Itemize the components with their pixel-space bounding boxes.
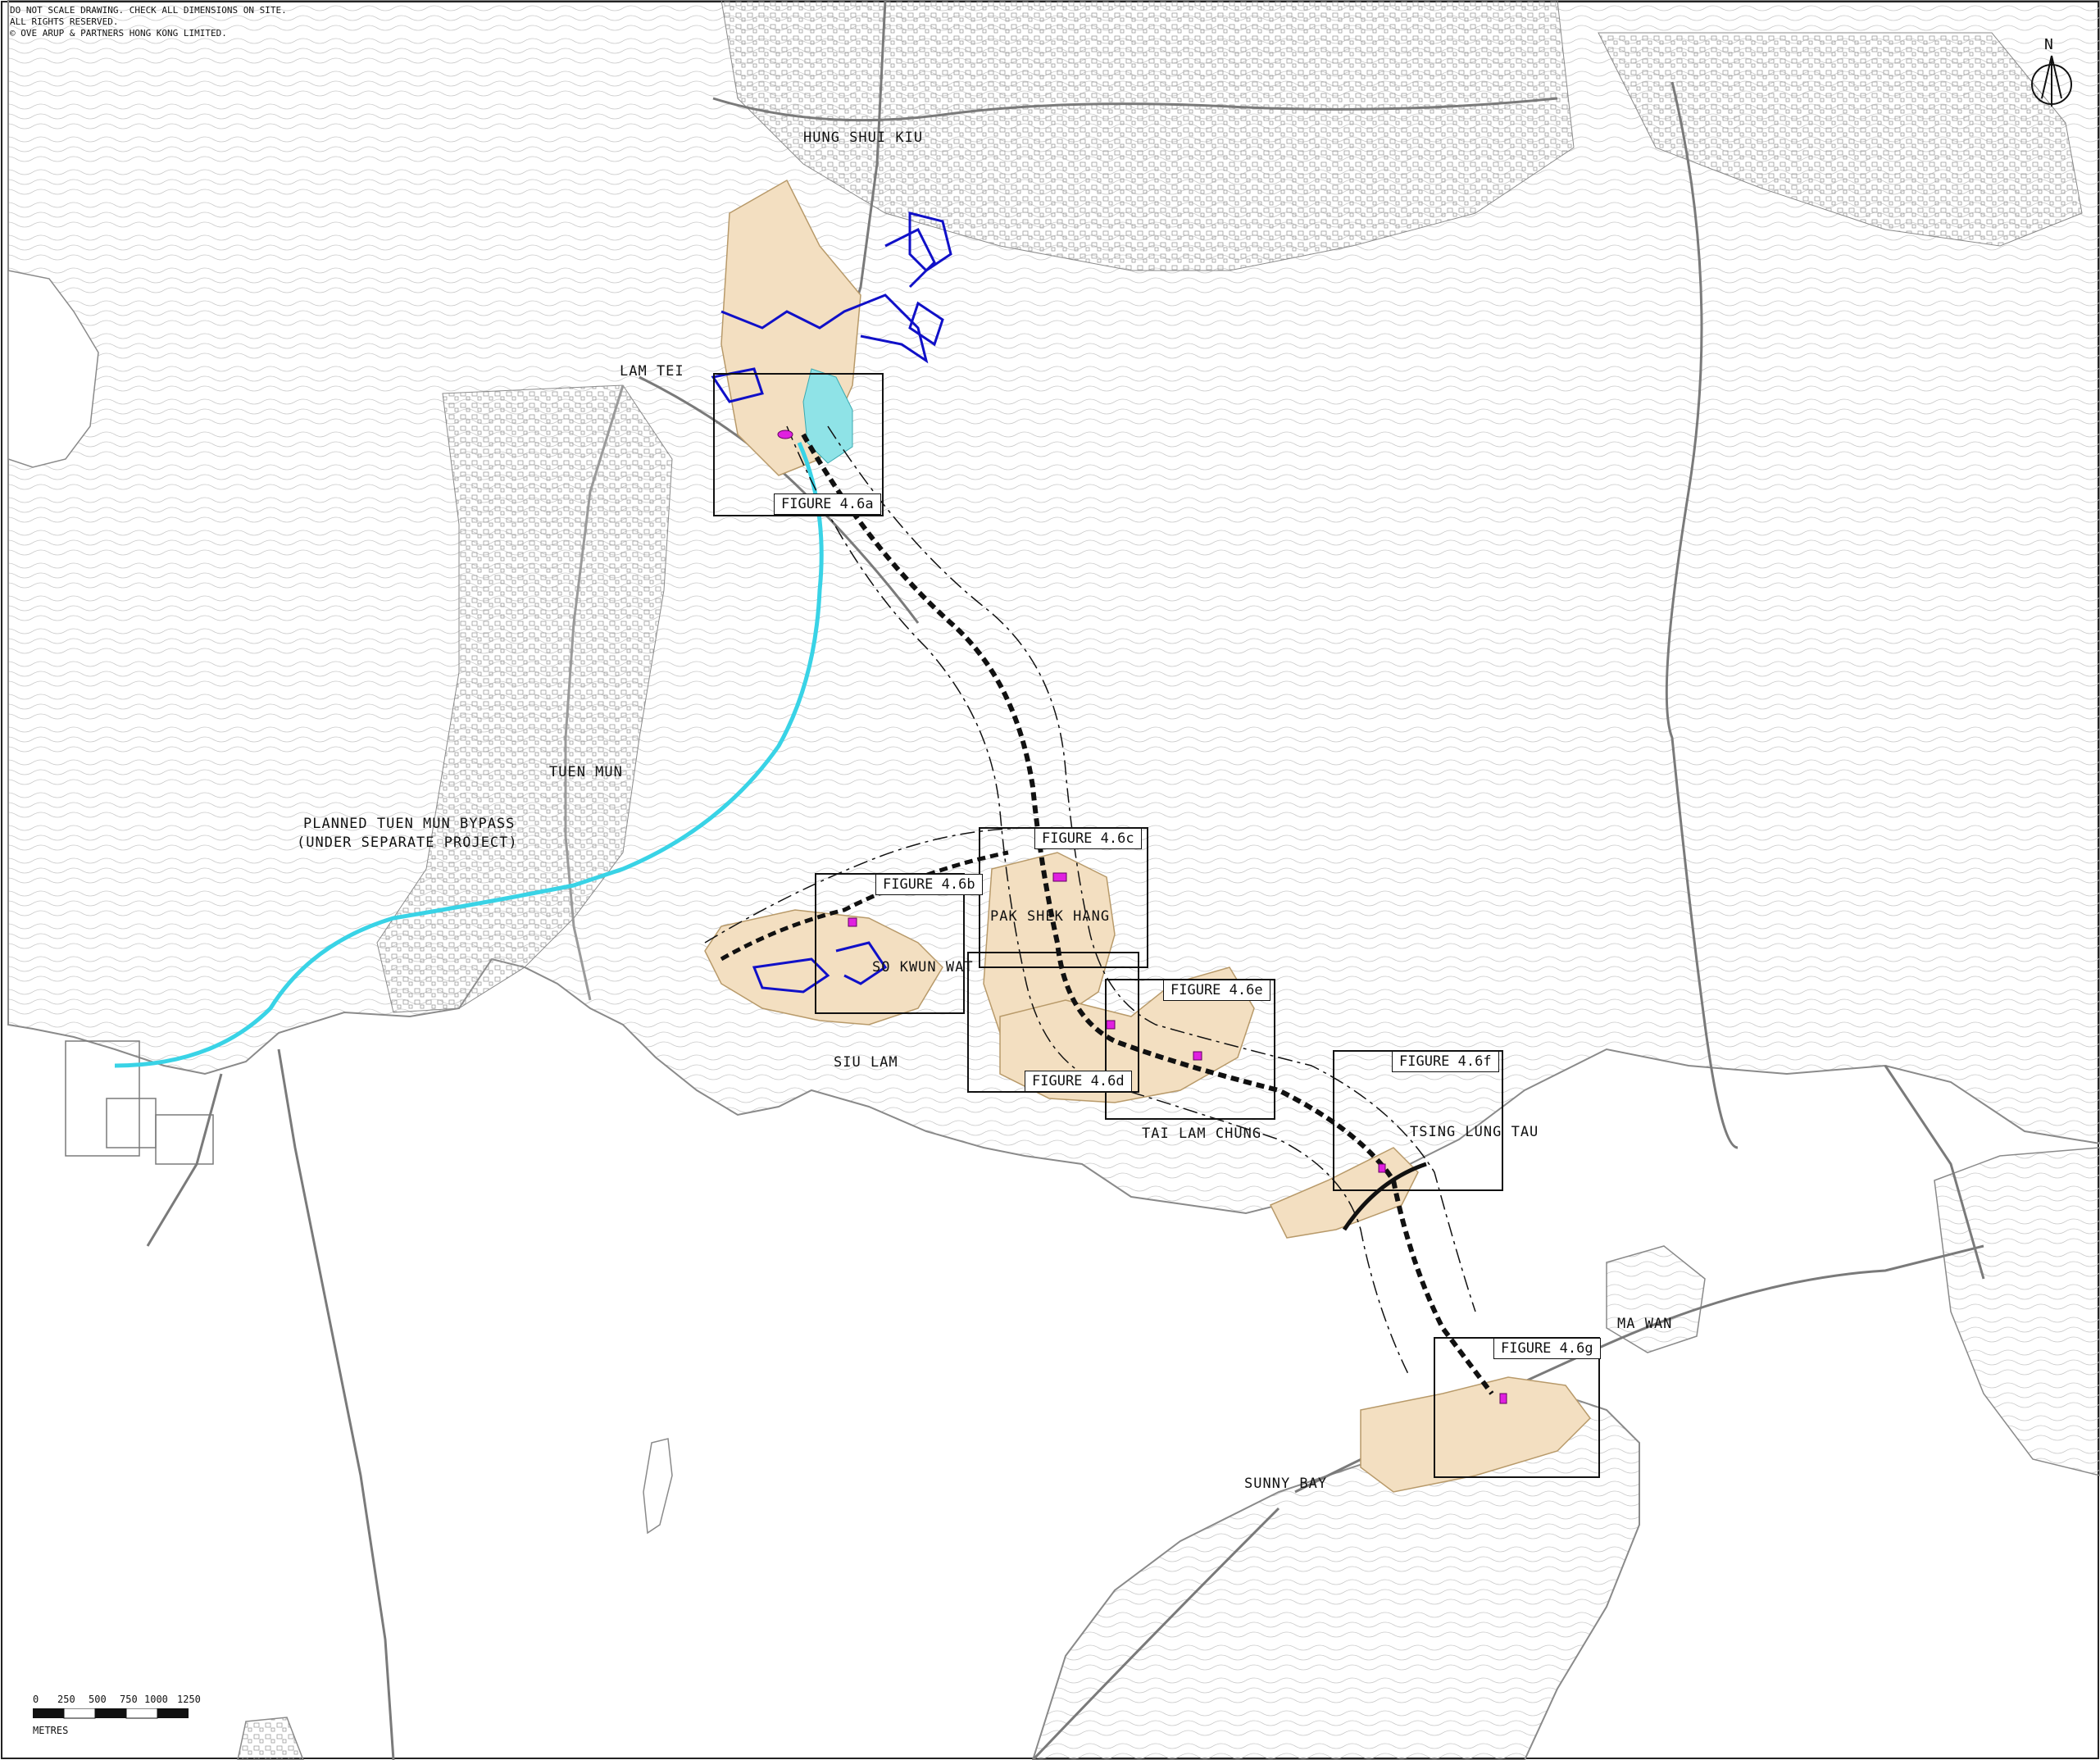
reservoir [802, 368, 853, 464]
box-figure-4-6d [967, 952, 1139, 1093]
island-ma-wan [1606, 1245, 1706, 1353]
place-so-kwun-wat: SO KWUN WAT [872, 959, 974, 976]
scale-tick: 1000 [144, 1694, 168, 1705]
place-lam-tei: LAM TEI [620, 363, 684, 380]
scale-tick: 0 [33, 1694, 39, 1705]
land-tsing-yi [1934, 1147, 2100, 1476]
figure-label-4-6a[interactable]: FIGURE 4.6a [774, 493, 881, 515]
portal-markers [777, 430, 1507, 1404]
figure-label-4-6c[interactable]: FIGURE 4.6c [1034, 828, 1142, 849]
figure-label-4-6e[interactable]: FIGURE 4.6e [1163, 980, 1270, 1001]
tuen-mun-bypass [114, 441, 824, 1068]
place-sunny-bay: SUNNY BAY [1244, 1476, 1328, 1492]
bypass-label-line2: (UNDER SEPARATE PROJECT) [297, 835, 518, 851]
drawing-note-2: ALL RIGHTS RESERVED. [10, 16, 119, 27]
north-label: N [2044, 36, 2053, 53]
land-west-reclamation [7, 270, 99, 468]
scale-tick: 750 [120, 1694, 138, 1705]
scale-unit: METRES [33, 1725, 69, 1736]
north-lantau-highway [1031, 1507, 1280, 1760]
island-small-2 [237, 1717, 304, 1760]
scale-tick: 500 [89, 1694, 107, 1705]
scale-tick: 1250 [177, 1694, 201, 1705]
urban-tuen-mun [376, 384, 673, 1013]
figure-label-4-6g[interactable]: FIGURE 4.6g [1493, 1338, 1601, 1359]
place-ma-wan: MA WAN [1617, 1316, 1673, 1332]
urban-northeast [1598, 32, 2083, 247]
port-area [65, 1040, 214, 1165]
copyright-note: © OVE ARUP & PARTNERS HONG KONG LIMITED. [10, 28, 227, 39]
urban-hung-shui-kiu [720, 0, 1575, 271]
scale-tick: 250 [57, 1694, 75, 1705]
figure-label-4-6d[interactable]: FIGURE 4.6d [1025, 1071, 1132, 1092]
scale-bar [33, 1708, 189, 1719]
island-small-1 [643, 1438, 673, 1535]
figure-label-4-6b[interactable]: FIGURE 4.6b [875, 874, 983, 895]
figure-label-4-6f[interactable]: FIGURE 4.6f [1392, 1051, 1499, 1072]
drawing-note-1: DO NOT SCALE DRAWING. CHECK ALL DIMENSIO… [10, 5, 287, 16]
proposed-alignment [704, 425, 1494, 1395]
place-tai-lam-chung: TAI LAM CHUNG [1142, 1126, 1262, 1142]
north-arrow-icon [2031, 55, 2072, 107]
bypass-label-line1: PLANNED TUEN MUN BYPASS [303, 816, 516, 832]
place-hung-shui-kiu: HUNG SHUI KIU [803, 130, 924, 146]
place-siu-lam: SIU LAM [834, 1054, 898, 1071]
place-pak-shek-hang: PAK SHEK HANG [990, 908, 1111, 925]
river-channel [564, 384, 625, 1001]
place-tuen-mun: TUEN MUN [549, 764, 623, 780]
box-figure-4-6a [713, 373, 884, 516]
place-tsing-lung-tau: TSING LUNG TAU [1410, 1124, 1539, 1140]
